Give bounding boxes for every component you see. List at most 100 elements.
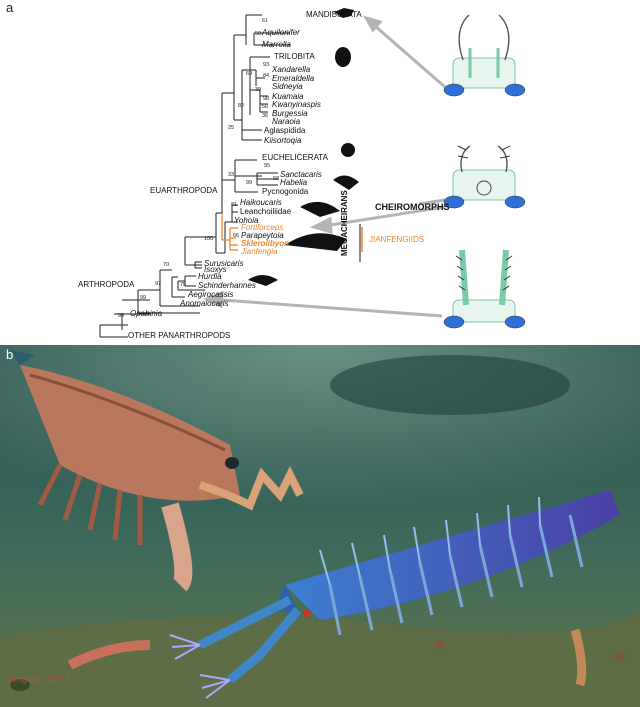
- taxon: Xandarella: [272, 65, 311, 74]
- taxon: Haikoucaris: [240, 198, 282, 207]
- taxon: Aquilonifer: [262, 28, 300, 37]
- taxon: Habelia: [280, 178, 308, 187]
- eye-icon: [443, 195, 465, 209]
- support-value: 100: [204, 236, 214, 242]
- taxon: Parapeytoia: [241, 231, 284, 240]
- tree-branch: [222, 35, 235, 120]
- taxon: Burgessia: [272, 109, 308, 118]
- taxon: Emeraldella: [272, 74, 315, 83]
- label-other-panarthropods: OTHER PANARTHROPODS: [128, 331, 231, 340]
- tree-branch: [122, 299, 150, 315]
- eye-icon: [225, 457, 239, 469]
- tree-branch: [231, 204, 238, 223]
- eye-icon: [443, 315, 465, 329]
- eye-icon: [504, 195, 526, 209]
- tree-branch: [234, 70, 243, 140]
- tree-branch: [242, 129, 262, 141]
- tree-branch: [216, 222, 226, 254]
- tree-branch: [235, 159, 262, 193]
- support-value: 70: [163, 262, 170, 268]
- label-euarthropoda: EUARTHROPODA: [150, 186, 218, 195]
- taxon: Yohoia: [234, 216, 259, 225]
- taxon: Sklerolibyon: [241, 239, 290, 248]
- arrow-head: [203, 290, 224, 309]
- support-value: 66: [233, 233, 240, 239]
- taxon: Naraoia: [272, 117, 301, 126]
- panel-a-phylogeny: a: [0, 0, 640, 345]
- taxon: Isoxys: [204, 265, 227, 274]
- support-value: 98: [263, 96, 270, 102]
- reconstruction-illustration: [0, 345, 640, 707]
- taxon: Hurdia: [198, 272, 222, 281]
- label-mandibulata: MANDIBULATA: [306, 10, 362, 19]
- support-value: 99: [246, 180, 253, 186]
- taxon: Schinderhannes: [198, 281, 256, 290]
- appendage-diagram-bottom: [443, 249, 526, 329]
- taxon: Sanctacaris: [280, 170, 322, 179]
- eye-icon: [443, 83, 465, 97]
- support-value: 33: [228, 172, 235, 178]
- tree-branch: [242, 56, 270, 115]
- spider-silhouette: [341, 143, 355, 157]
- trilobite-silhouette: [335, 47, 351, 67]
- arrow-head: [362, 15, 383, 33]
- megacheiran-arrow: [329, 205, 446, 227]
- pink-arthropod: [10, 350, 304, 592]
- support-value: 93: [263, 62, 270, 68]
- eye-icon: [504, 83, 526, 97]
- anomalocaris-silhouette: [248, 275, 278, 286]
- support-value: 69: [246, 71, 253, 77]
- great-appendage: [227, 607, 302, 684]
- tree-branch: [216, 93, 223, 214]
- ant-silhouette: [334, 8, 354, 18]
- support-value: 58: [255, 31, 262, 37]
- worm: [570, 628, 587, 687]
- support-value: 58: [273, 176, 280, 182]
- support-value: 97: [155, 281, 162, 287]
- taxon: Surusicaris: [204, 259, 244, 268]
- leanchoiliid-silhouette: [300, 201, 340, 217]
- tree-branch: [160, 269, 205, 298]
- tree-branch: [256, 172, 278, 186]
- taxon: Sidneyia: [272, 82, 303, 91]
- cheiromorph-arrow: [418, 198, 446, 206]
- appendage-diagram-middle: [443, 145, 526, 209]
- taxon: Kuamaia: [272, 92, 304, 101]
- label-arthropoda: ARTHROPODA: [78, 280, 135, 289]
- taxon: Aegirocassis: [188, 290, 234, 299]
- eye-icon: [504, 315, 526, 329]
- jianfengiid-silhouette: [285, 233, 347, 251]
- worm: [67, 640, 151, 670]
- habelia-silhouette: [333, 175, 359, 190]
- support-value: 61: [262, 18, 269, 24]
- tree-branch: [184, 237, 202, 269]
- jianfengiid-branch: [221, 213, 238, 251]
- taxon: Jianfengia: [241, 247, 278, 256]
- tail-fan: [10, 350, 35, 365]
- support-value: 82: [238, 103, 245, 109]
- cladogram-tree: [99, 8, 526, 338]
- label-trilobita: TRILOBITA: [274, 52, 315, 61]
- taxon: Opabinia: [130, 309, 163, 318]
- tree-branch: [250, 69, 265, 86]
- tree-branch: [159, 270, 200, 307]
- tree-branch: [185, 213, 217, 253]
- taxon: Leanchoiliidae: [240, 207, 292, 216]
- taxon: Aglaspidida: [264, 126, 306, 135]
- label-cheiromorphs: CHEIROMORPHS: [375, 202, 450, 212]
- taxon: Marrella: [262, 40, 291, 49]
- support-value: 56: [262, 104, 269, 110]
- anomalocaris-arrow: [221, 298, 443, 318]
- label-jianfengiids: JIANFENGIIDS: [369, 235, 425, 244]
- great-appendage: [197, 595, 293, 650]
- label-euchelicerata: EUCHELICERATA: [262, 153, 328, 162]
- support-value: 75: [180, 282, 187, 288]
- taxon: Anomalocaris: [180, 299, 229, 308]
- appendage-diagram-top: [443, 14, 526, 97]
- great-appendage: [198, 466, 304, 511]
- taxon: Fortiforceps: [241, 223, 284, 232]
- tree-branch: [246, 14, 290, 46]
- arrow-head: [309, 216, 333, 235]
- support-value: 81: [231, 202, 238, 208]
- tree-branch: [250, 89, 268, 113]
